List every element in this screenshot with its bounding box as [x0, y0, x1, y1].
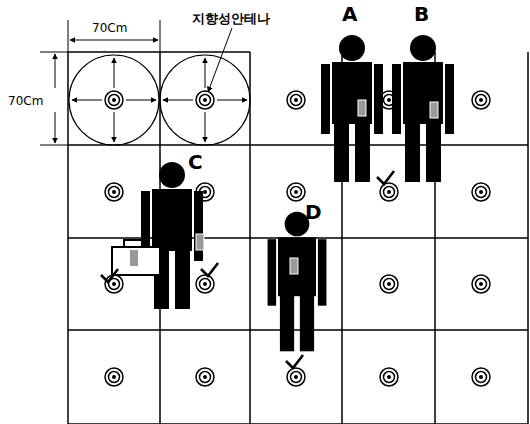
people-figures — [101, 35, 454, 368]
person-label: A — [342, 4, 357, 24]
dimension-label: 70Cm — [92, 22, 127, 34]
dimension-label: 70Cm — [8, 95, 43, 107]
person-label: D — [305, 202, 322, 222]
person-label: B — [414, 4, 429, 24]
floor-grid — [68, 52, 528, 424]
person-label: C — [188, 152, 203, 172]
antenna-symbols — [69, 55, 490, 386]
antenna-label: 지향성안테나 — [192, 12, 270, 25]
dimension-lines — [40, 20, 232, 145]
